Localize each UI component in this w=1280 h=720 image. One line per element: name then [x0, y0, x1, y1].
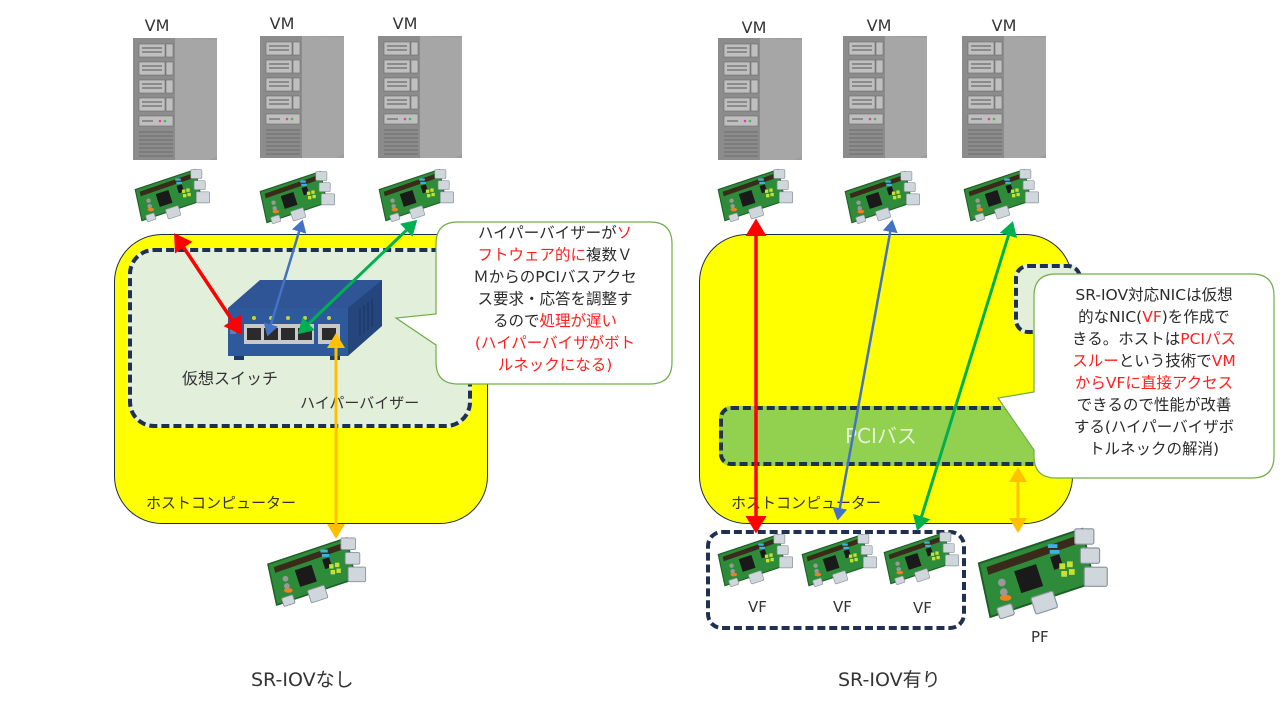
callout-line: トルネックの解消): [1036, 438, 1272, 460]
callout-highlight-text: スルー: [1072, 352, 1119, 370]
caption-with-sriov: SR-IOV有り: [838, 669, 941, 691]
callout-highlight-text: PCIパス: [1180, 330, 1236, 348]
callout-highlight-text: (ハイパーバイザがボト: [474, 334, 636, 352]
callout-highlight-text: VM: [1211, 352, 1236, 370]
callout-line: ルネックになる): [440, 354, 670, 376]
vf-label: VF: [913, 599, 932, 617]
callout-text-segment: ＭからのPCIバスアクセ: [473, 268, 637, 286]
callout-text-segment: する(ハイパーバイザボ: [1073, 418, 1235, 436]
callout-highlight-text: からVFに直接アクセス: [1074, 374, 1234, 392]
arrow-red: [174, 233, 242, 335]
right-callout-text: SR-IOV対応NICは仮想的なNIC(VF)を作成できる。ホストはPCIパスス…: [1036, 284, 1272, 460]
callout-text-segment: という技術で: [1118, 352, 1212, 370]
vf-group-box: [706, 530, 966, 630]
callout-line: からVFに直接アクセス: [1036, 372, 1272, 394]
callout-highlight-text: VF: [1142, 308, 1162, 326]
callout-line: ＭからのPCIバスアクセ: [440, 266, 670, 288]
callout-text-segment: るので: [492, 312, 540, 330]
callout-text-segment: トルネックの解消): [1088, 440, 1220, 458]
vm-label: VM: [392, 14, 418, 33]
callout-text-segment: できるので性能が改善: [1076, 396, 1232, 414]
arrow-blue: [263, 219, 307, 337]
host-computer-label: ホストコンピューター: [146, 494, 297, 512]
virtual-switch-label: 仮想スイッチ: [182, 369, 279, 388]
pf-label: PF: [1031, 628, 1049, 646]
callout-highlight-text: ルネックになる): [497, 356, 613, 374]
vm-label: VM: [741, 18, 767, 37]
vf-label: VF: [833, 598, 852, 616]
callout-line: する(ハイパーバイザボ: [1036, 416, 1272, 438]
callout-text-segment: SR-IOV対応NICは仮想: [1075, 286, 1233, 304]
callout-line: きる。ホストはPCIパス: [1036, 328, 1272, 350]
caption-without-sriov: SR-IOVなし: [251, 669, 354, 691]
callout-text-segment: 複数Ｖ: [586, 246, 633, 264]
callout-line: 的なNIC(VF)を作成で: [1036, 306, 1272, 328]
callout-text-segment: )を作成で: [1161, 308, 1230, 326]
vf-label: VF: [748, 598, 767, 616]
callout-highlight-text: 処理が遅い: [539, 312, 618, 330]
callout-line: (ハイパーバイザがボト: [440, 332, 670, 354]
callout-text-segment: ス要求・応答を調整す: [477, 290, 633, 308]
vm-label: VM: [269, 14, 295, 33]
callout-line: できるので性能が改善: [1036, 394, 1272, 416]
callout-text-segment: きる。ホストは: [1072, 330, 1181, 348]
callout-line: るので処理が遅い: [440, 310, 670, 332]
callout-line: ス要求・応答を調整す: [440, 288, 670, 310]
callout-text-segment: 的なNIC(: [1078, 308, 1143, 326]
arrow-blue: [832, 219, 898, 521]
callout-highlight-text: フトウェア的に: [477, 246, 586, 264]
callout-highlight-text: ソ: [616, 224, 633, 242]
callout-line: SR-IOV対応NICは仮想: [1036, 284, 1272, 306]
vm-label: VM: [991, 16, 1017, 35]
arrow-green: [912, 221, 1018, 531]
callout-line: フトウェア的に複数Ｖ: [440, 244, 670, 266]
arrow-green: [297, 219, 418, 335]
callout-line: ハイパーバイザーがソ: [440, 222, 670, 244]
callout-text-segment: ハイパーバイザーが: [477, 224, 617, 242]
vm-label: VM: [866, 16, 892, 35]
vm-label: VM: [144, 16, 170, 35]
callout-line: スルーという技術でVM: [1036, 350, 1272, 372]
